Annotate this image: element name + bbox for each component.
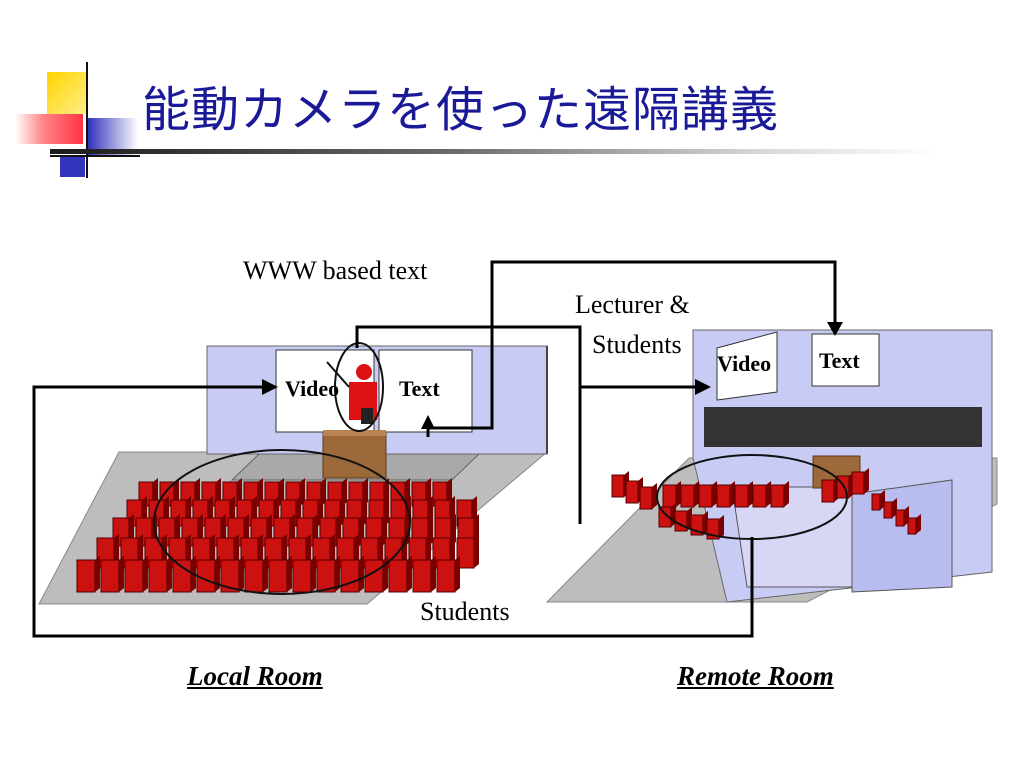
label-remote-video: Video bbox=[717, 351, 772, 376]
signal-arrows bbox=[32, 260, 837, 638]
camera-view-lecturer bbox=[334, 342, 384, 432]
seat bbox=[196, 556, 220, 593]
seat bbox=[680, 481, 699, 508]
seat bbox=[268, 556, 292, 593]
seat bbox=[220, 556, 244, 593]
seat bbox=[244, 556, 268, 593]
label-lecturer-line1: Lecturer & bbox=[575, 290, 690, 319]
seat bbox=[456, 534, 479, 569]
seat bbox=[100, 556, 124, 593]
seat bbox=[907, 514, 921, 535]
label-www-text: WWW based text bbox=[243, 256, 428, 285]
title-underline bbox=[50, 149, 940, 154]
seat bbox=[851, 468, 869, 495]
seat bbox=[821, 476, 839, 503]
local-room bbox=[38, 342, 549, 605]
seat bbox=[836, 472, 854, 499]
title-decoration bbox=[15, 62, 140, 178]
seat bbox=[388, 556, 412, 593]
seat bbox=[658, 503, 676, 528]
remote-text-screen bbox=[811, 333, 880, 387]
camera-view-local-students bbox=[153, 449, 411, 595]
local-seats bbox=[76, 478, 479, 593]
arrow-heads bbox=[262, 322, 843, 429]
seat bbox=[752, 481, 771, 508]
arrow-www-text bbox=[428, 260, 837, 430]
seat bbox=[674, 507, 692, 532]
seat bbox=[770, 481, 789, 508]
seat bbox=[364, 556, 388, 593]
seat bbox=[716, 481, 735, 508]
seat bbox=[340, 556, 364, 593]
seat bbox=[698, 481, 717, 508]
label-local-video: Video bbox=[285, 376, 340, 401]
remote-board bbox=[704, 407, 982, 447]
seat bbox=[292, 556, 316, 593]
arrow-remote-students bbox=[32, 385, 754, 638]
arrow-lecturer-view bbox=[355, 325, 582, 524]
seat bbox=[639, 483, 657, 510]
seat bbox=[76, 556, 100, 593]
label-local-text: Text bbox=[399, 376, 440, 401]
label-students: Students bbox=[420, 597, 510, 626]
seat bbox=[316, 556, 340, 593]
remote-platform bbox=[851, 479, 953, 593]
seat bbox=[148, 556, 172, 593]
seat bbox=[436, 556, 460, 593]
seat bbox=[662, 481, 681, 508]
seat bbox=[734, 481, 753, 508]
diagram-canvas bbox=[32, 260, 998, 638]
remote-room bbox=[545, 329, 998, 603]
label-remote-text: Text bbox=[819, 348, 860, 373]
label-remote-room: Remote Room bbox=[677, 661, 834, 691]
lecturer-figure bbox=[326, 361, 377, 424]
classroom-diagram: WWW based text Lecturer & Students Stude… bbox=[27, 232, 1000, 706]
remote-video-screen bbox=[716, 331, 778, 401]
local-text-screen bbox=[378, 349, 473, 433]
page-title: 能動カメラを使った遠隔講義 bbox=[142, 82, 780, 138]
seat bbox=[124, 556, 148, 593]
label-lecturer-line2: Students bbox=[592, 330, 682, 359]
seat bbox=[412, 556, 436, 593]
label-local-room: Local Room bbox=[187, 661, 323, 691]
